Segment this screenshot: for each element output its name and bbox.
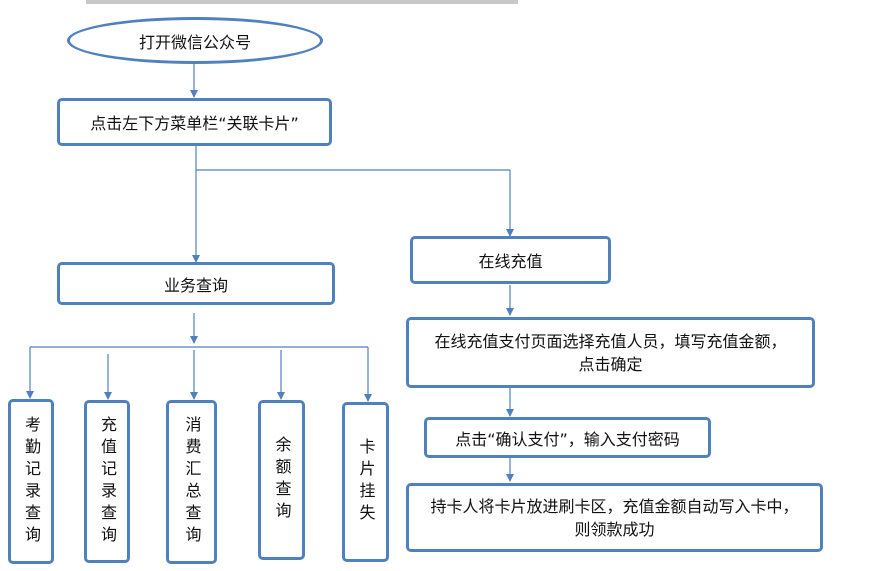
node-write-card-line1: 持卡人将卡片放进刷卡区，充值金额自动写入卡中，: [430, 496, 799, 516]
node-online-recharge: 在线充值: [410, 236, 611, 284]
node-menu-link-card-label: 点击左下方菜单栏“关联卡片”: [90, 114, 299, 133]
node-subquery-balance: 余额查询: [258, 400, 305, 560]
node-subquery-consumption-label: 消费汇总查询: [182, 416, 202, 548]
node-subquery-report-loss: 卡片挂失: [342, 402, 389, 562]
node-subquery-balance-label: 余额查询: [272, 436, 292, 524]
node-confirm-pay-label: 点击“确认支付”，输入支付密码: [455, 429, 680, 449]
node-open-wechat-label: 打开微信公众号: [138, 32, 251, 52]
node-menu-link-card: 点击左下方菜单栏“关联卡片”: [57, 98, 332, 146]
node-write-card-line2: 则领款成功: [574, 519, 655, 539]
node-subquery-recharge-record-label: 充值记录查询: [98, 415, 117, 548]
node-business-query-label: 业务查询: [163, 275, 228, 295]
node-confirm-pay: 点击“确认支付”，输入支付密码: [424, 417, 711, 458]
node-subquery-report-loss-label: 卡片挂失: [356, 438, 376, 526]
node-subquery-consumption: 消费汇总查询: [166, 400, 217, 564]
node-recharge-select-line2: 点击确定: [578, 354, 643, 374]
node-write-card: 持卡人将卡片放进刷卡区，充值金额自动写入卡中， 则领款成功: [406, 483, 823, 552]
node-recharge-select: 在线充值支付页面选择充值人员，填写充值金额， 点击确定: [406, 317, 815, 388]
node-subquery-attendance: 考勤记录查询: [8, 399, 54, 564]
top-divider: [86, 0, 518, 4]
node-recharge-select-line1: 在线充值支付页面选择充值人员，填写充值金额，: [434, 331, 787, 351]
node-subquery-recharge-record: 充值记录查询: [84, 400, 130, 563]
node-subquery-attendance-label: 考勤记录查询: [22, 415, 41, 548]
node-open-wechat: 打开微信公众号: [67, 17, 323, 64]
node-online-recharge-label: 在线充值: [478, 252, 543, 271]
node-business-query: 业务查询: [57, 262, 335, 305]
